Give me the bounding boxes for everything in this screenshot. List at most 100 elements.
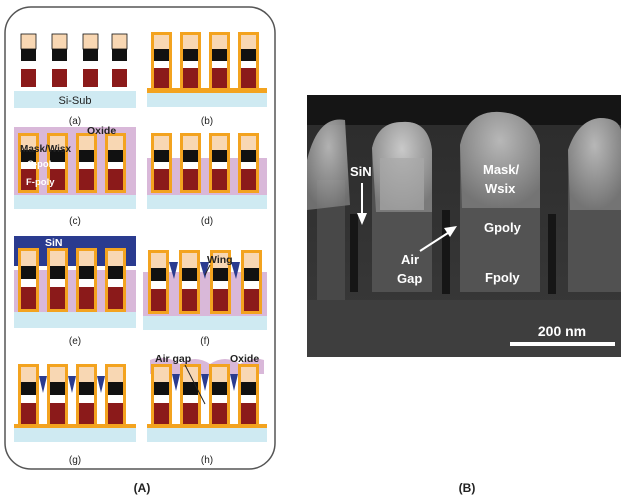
liner-base bbox=[14, 424, 136, 428]
gate-stack bbox=[210, 250, 231, 314]
air-gap-arrow bbox=[419, 230, 452, 252]
liner-base bbox=[147, 88, 267, 93]
gate-stack bbox=[105, 248, 126, 312]
gate-stack bbox=[151, 364, 172, 426]
panel-b-label: (B) bbox=[459, 481, 476, 495]
air-gap-pointer bbox=[184, 364, 206, 405]
step-e-label: (e) bbox=[69, 336, 81, 347]
step-d-label: (d) bbox=[201, 216, 213, 227]
step-c-diagram: Oxide Mask/Wisx C-poly F-poly bbox=[14, 125, 136, 209]
gate-stack bbox=[241, 250, 262, 314]
step-f-label: (f) bbox=[200, 336, 209, 347]
step-d-diagram bbox=[147, 133, 267, 209]
sem-gate bbox=[568, 118, 621, 292]
sin-wing bbox=[231, 262, 240, 279]
gate-stack bbox=[47, 248, 68, 312]
sem-gpoly-label: Gpoly bbox=[484, 220, 522, 235]
gate-stack bbox=[180, 133, 201, 193]
air-gap-annotation: Air gap bbox=[155, 353, 191, 365]
oxide-annotation: Oxide bbox=[230, 353, 259, 365]
gate-stack bbox=[151, 32, 172, 90]
sin-wing bbox=[97, 376, 105, 393]
gate-stack bbox=[148, 250, 169, 314]
sem-image: SiN Mask/ Wsix Gpoly Air Gap Fpoly 200 n… bbox=[307, 95, 621, 357]
substrate bbox=[147, 195, 267, 209]
gate-stack bbox=[47, 364, 68, 426]
substrate bbox=[143, 316, 267, 330]
liner-base bbox=[147, 424, 267, 428]
substrate bbox=[14, 91, 136, 108]
step-h-label: (h) bbox=[201, 455, 213, 466]
gate-stack bbox=[238, 364, 259, 426]
sem-mask-label: Mask/ bbox=[483, 162, 520, 177]
mask-wisx-annotation: Mask/Wisx bbox=[20, 144, 71, 155]
sin-wing bbox=[201, 374, 209, 391]
gate-stack bbox=[18, 364, 39, 426]
step-b-diagram bbox=[147, 32, 267, 107]
step-g-label: (g) bbox=[69, 455, 81, 466]
step-h-diagram: Air gap Oxide bbox=[147, 353, 267, 442]
air-gap-void bbox=[350, 214, 358, 292]
step-a-label: (a) bbox=[69, 116, 81, 127]
step-a-diagram: Si-Sub bbox=[14, 33, 136, 108]
gate-stack bbox=[20, 33, 37, 87]
sem-gate bbox=[307, 119, 350, 300]
sin-wing bbox=[200, 262, 209, 279]
substrate bbox=[14, 195, 136, 209]
gate-stack bbox=[111, 33, 128, 87]
scale-bar bbox=[510, 342, 615, 346]
gate-stack bbox=[76, 364, 97, 426]
gate-stack bbox=[51, 33, 68, 87]
gate-stack bbox=[18, 248, 39, 312]
substrate bbox=[14, 428, 136, 442]
step-g-diagram bbox=[14, 364, 136, 442]
sin-wing bbox=[68, 376, 76, 393]
substrate bbox=[147, 428, 267, 442]
sin-wing bbox=[169, 262, 178, 279]
f-poly-annotation: F-poly bbox=[26, 177, 55, 188]
gate-stack bbox=[209, 364, 230, 426]
substrate bbox=[14, 312, 136, 328]
oxide-annotation: Oxide bbox=[87, 125, 116, 137]
air-gap-arrowhead bbox=[444, 226, 457, 237]
sin-wing bbox=[230, 374, 238, 391]
gate-stack bbox=[18, 133, 39, 193]
step-c-label: (c) bbox=[69, 216, 81, 227]
c-poly-annotation: C-poly bbox=[27, 159, 57, 170]
sin-annotation: SiN bbox=[45, 237, 63, 249]
sin-wing bbox=[39, 376, 47, 393]
gate-stack bbox=[105, 133, 126, 193]
sem-wsix-label: Wsix bbox=[485, 181, 516, 196]
gate-stack bbox=[47, 133, 68, 193]
panel-a-frame bbox=[4, 6, 276, 470]
gate-stack bbox=[105, 364, 126, 426]
gate-stack bbox=[179, 250, 200, 314]
gate-stack bbox=[180, 364, 201, 426]
gate-stack bbox=[238, 133, 259, 193]
wing-annotation: Wing bbox=[207, 254, 233, 266]
sem-gate bbox=[460, 111, 540, 292]
gate-stack bbox=[76, 133, 97, 193]
gate-stack bbox=[82, 33, 99, 87]
panel-a-label: (A) bbox=[134, 481, 151, 495]
sem-gap-label: Gap bbox=[397, 271, 422, 286]
sin-wing bbox=[172, 374, 180, 391]
step-b-label: (b) bbox=[201, 116, 213, 127]
sem-gate bbox=[372, 121, 432, 292]
gate-stack bbox=[238, 32, 259, 90]
step-e-diagram: SiN bbox=[14, 236, 136, 328]
sem-fpoly-label: Fpoly bbox=[485, 270, 520, 285]
air-gap-void bbox=[548, 214, 556, 294]
substrate bbox=[147, 93, 267, 107]
scale-bar-label: 200 nm bbox=[538, 323, 586, 339]
gate-stack bbox=[151, 133, 172, 193]
step-f-diagram: Wing bbox=[143, 250, 267, 330]
sem-air-label: Air bbox=[401, 252, 419, 267]
substrate-label: Si-Sub bbox=[58, 95, 91, 107]
air-gap-void bbox=[442, 210, 450, 294]
sem-sin-label: SiN bbox=[350, 164, 372, 179]
gate-stack bbox=[180, 32, 201, 90]
gate-stack bbox=[76, 248, 97, 312]
gate-stack bbox=[209, 133, 230, 193]
wing-pointer bbox=[204, 264, 211, 276]
